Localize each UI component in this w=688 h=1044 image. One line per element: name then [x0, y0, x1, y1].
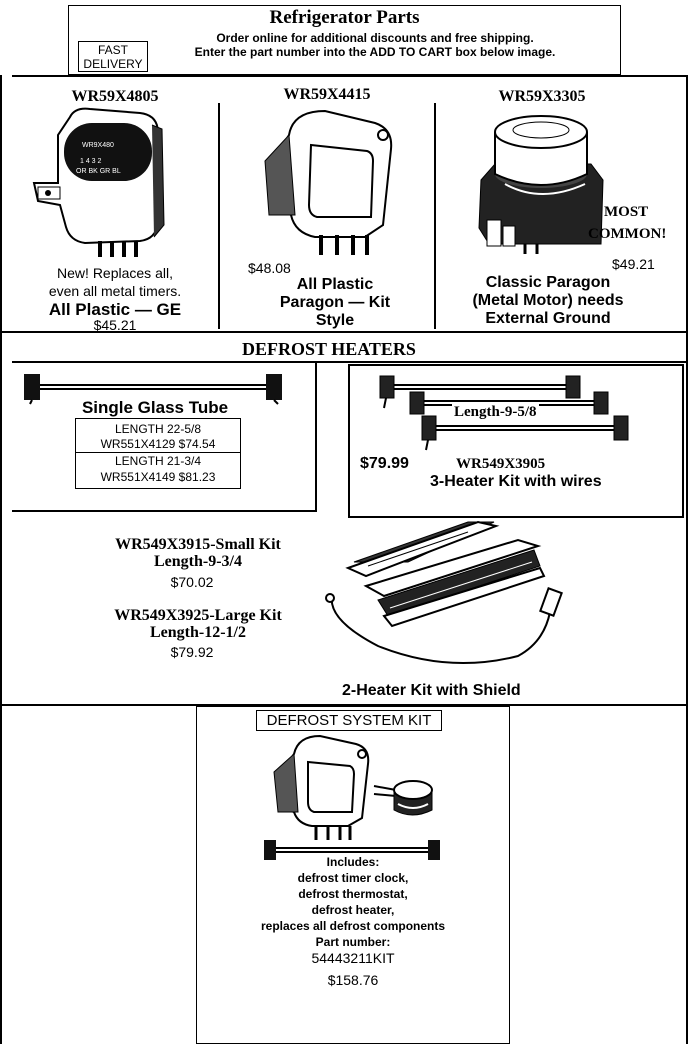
three-heater-length: Length-9-5/8	[452, 404, 539, 421]
timer-2-desc-3: Style	[315, 312, 355, 329]
timer-2-part: WR59X4415	[283, 86, 371, 103]
defrost-title-rule	[12, 361, 688, 363]
timer-1-desc-3: All Plastic — GE	[48, 300, 182, 319]
includes-line-5: replaces all defrost components	[260, 919, 446, 933]
glass-row-2-price: $81.23	[178, 470, 216, 484]
timer-3-note-2: COMMON!	[588, 226, 667, 242]
system-kit-part: 54443211KIT	[311, 950, 395, 966]
glass-row-1-price: $74.54	[178, 437, 216, 451]
badge-line-1: FAST	[97, 43, 128, 57]
small-kit-length: Length-9-3/4	[154, 553, 242, 570]
two-heater-image	[325, 520, 563, 665]
includes-line-3: defrost thermostat,	[298, 887, 408, 901]
system-kit-timer-image	[273, 734, 370, 840]
header-line-1: Order online for additional discounts an…	[216, 31, 534, 45]
glass-row-2-part-number: WR551X4149	[100, 470, 176, 484]
left-border	[0, 75, 2, 1044]
badge-line-2: DELIVERY	[83, 57, 143, 71]
includes-line-6: Part number:	[315, 935, 391, 949]
timer-1-image: WR9X480 1 4 3 2 OR BK GR BL	[32, 107, 165, 257]
timer-2-desc-1: All Plastic	[296, 276, 374, 293]
timer-2-price: $48.08	[248, 260, 291, 276]
timer-2-image	[264, 109, 393, 255]
glass-row-1-part: WR551X4129 $74.54	[75, 437, 241, 451]
timer-label-colors: OR BK GR BL	[76, 168, 121, 175]
timer-3-image	[478, 115, 604, 254]
page-title: Refrigerator Parts	[269, 7, 420, 28]
glass-row-2-part: WR551X4149 $81.23	[75, 470, 241, 484]
glass-row-1-length: LENGTH 22-5/8	[114, 422, 202, 436]
three-heater-part: WR549X3905	[456, 456, 546, 472]
system-kit-thermostat-image	[373, 780, 433, 816]
small-kit-part: WR549X3915-Small Kit	[115, 536, 281, 553]
timer-label-code: WR9X480	[82, 142, 114, 149]
large-kit-length: Length-12-1/2	[150, 624, 246, 641]
timer-3-part: WR59X3305	[498, 88, 586, 105]
timer-divider-1	[218, 103, 220, 329]
includes-line-1: Includes:	[326, 855, 380, 869]
defrost-title: DEFROST HEATERS	[242, 339, 416, 359]
timers-bottom-rule	[0, 331, 688, 333]
glass-row-2-length: LENGTH 21-3/4	[114, 454, 202, 468]
timer-1-price: $45.21	[93, 317, 137, 333]
timer-3-desc-2: (Metal Motor) needs	[472, 292, 624, 309]
fast-delivery-badge: FAST DELIVERY	[78, 41, 148, 72]
includes-line-2: defrost timer clock,	[297, 871, 409, 885]
glass-tube-title: Single Glass Tube	[81, 398, 229, 417]
timer-3-note-1: MOST	[604, 204, 649, 220]
timer-3-desc-3: External Ground	[485, 310, 611, 327]
includes-line-4: defrost heater,	[311, 903, 395, 917]
timer-label-nums: 1 4 3 2	[80, 158, 102, 165]
three-heater-box	[348, 364, 684, 518]
system-kit-heater-image	[264, 840, 440, 860]
header-line-2: Enter the part number into the ADD TO CA…	[194, 45, 556, 59]
glass-tube-image	[24, 374, 282, 405]
large-kit-part: WR549X3925-Large Kit	[114, 607, 282, 624]
glass-box-right	[315, 362, 317, 512]
timer-1-desc-1: New! Replaces all,	[57, 265, 173, 281]
right-border	[686, 75, 688, 1044]
timer-3-desc-1: Classic Paragon	[485, 274, 611, 291]
glass-tube-table	[75, 418, 241, 489]
timer-1-part: WR59X4805	[71, 88, 159, 105]
glass-tube-row-rule	[75, 452, 241, 453]
header-box	[68, 5, 621, 75]
small-kit-price: $70.02	[170, 574, 214, 590]
glass-box-bottom	[12, 510, 317, 512]
large-kit-price: $79.92	[170, 644, 214, 660]
timer-2-desc-2: Paragon — Kit	[279, 294, 391, 311]
system-kit-title: DEFROST SYSTEM KIT	[256, 710, 442, 731]
defrost-bottom-rule	[0, 704, 688, 706]
timer-3-price: $49.21	[612, 256, 655, 272]
two-heater-label: 2-Heater Kit with Shield	[342, 682, 521, 699]
three-heater-price: $79.99	[360, 455, 409, 472]
timer-1-desc-2: even all metal timers.	[48, 283, 182, 299]
timer-divider-2	[434, 103, 436, 329]
three-heater-desc: 3-Heater Kit with wires	[430, 473, 602, 490]
timers-top-rule	[12, 75, 688, 77]
system-kit-price: $158.76	[327, 972, 379, 988]
system-kit-includes: Includes: defrost timer clock, defrost t…	[200, 854, 506, 950]
glass-row-1-part-number: WR551X4129	[100, 437, 176, 451]
